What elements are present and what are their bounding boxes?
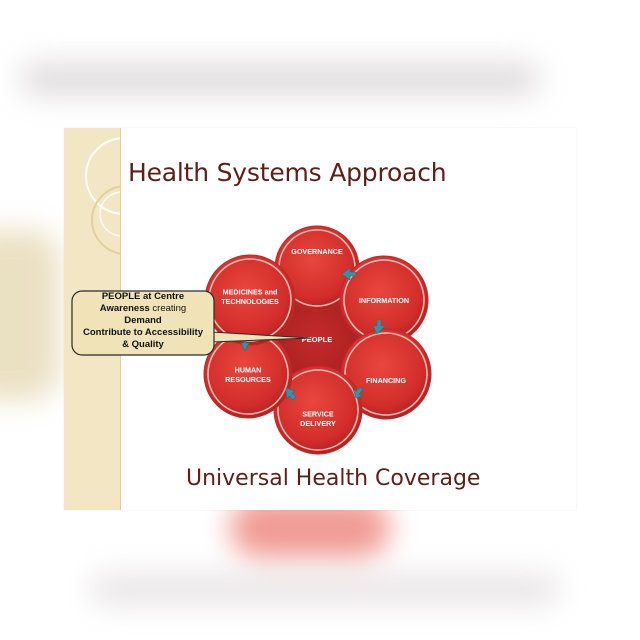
node-label: HUMAN: [235, 365, 262, 374]
connector-arrow: [341, 267, 357, 281]
callout-line-2: Awareness creating: [72, 303, 214, 315]
blur-smear-top: [20, 62, 540, 96]
node-label: SERVICE: [302, 409, 334, 418]
connector-arrow: [352, 386, 364, 399]
nodes-layer: GOVERNANCEINFORMATIONFINANCINGSERVICEDEL…: [203, 225, 432, 455]
node-label: INFORMATION: [359, 296, 409, 305]
callout-line-2-rest: creating: [149, 303, 187, 314]
blur-smear-left: [0, 230, 60, 400]
sidebar-arcs: [85, 137, 120, 255]
node-label: DELIVERY: [300, 419, 336, 428]
callout-line-3: Demand: [124, 315, 162, 326]
slide: Health Systems Approach GOVERNANCE INFORM…: [64, 128, 576, 510]
callout-line-2-bold: Awareness: [99, 303, 150, 314]
callout-line-1: PEOPLE at Centre: [101, 291, 185, 302]
callout-box: [71, 290, 215, 356]
health-system-diagram: GOVERNANCEINFORMATIONFINANCINGSERVICEDEL…: [71, 225, 432, 455]
slide-subtitle: Universal Health Coverage: [186, 466, 481, 491]
node-ring: [277, 369, 359, 451]
node-label: GOVERNANCE: [291, 247, 343, 256]
people-center-label: PEOPLE: [302, 335, 332, 344]
node-label: RESOURCES: [225, 375, 271, 384]
connector-arrows: [240, 267, 386, 401]
people-callout: PEOPLE at Centre Awareness creating Dema…: [72, 291, 214, 355]
callout-line-4: Contribute to Accessibility: [83, 327, 203, 338]
node-label: TECHNOLOGIES: [221, 297, 279, 306]
blur-smear-bottom-text: [90, 572, 560, 606]
node-label: FINANCING: [366, 376, 406, 385]
node-ring: [344, 332, 428, 416]
connector-arrow: [372, 319, 386, 335]
node-label: MEDICINES and: [223, 287, 278, 296]
callout-line-5: & Quality: [122, 339, 164, 350]
connector-arrow: [285, 387, 297, 401]
slide-title: Health Systems Approach: [128, 158, 447, 187]
